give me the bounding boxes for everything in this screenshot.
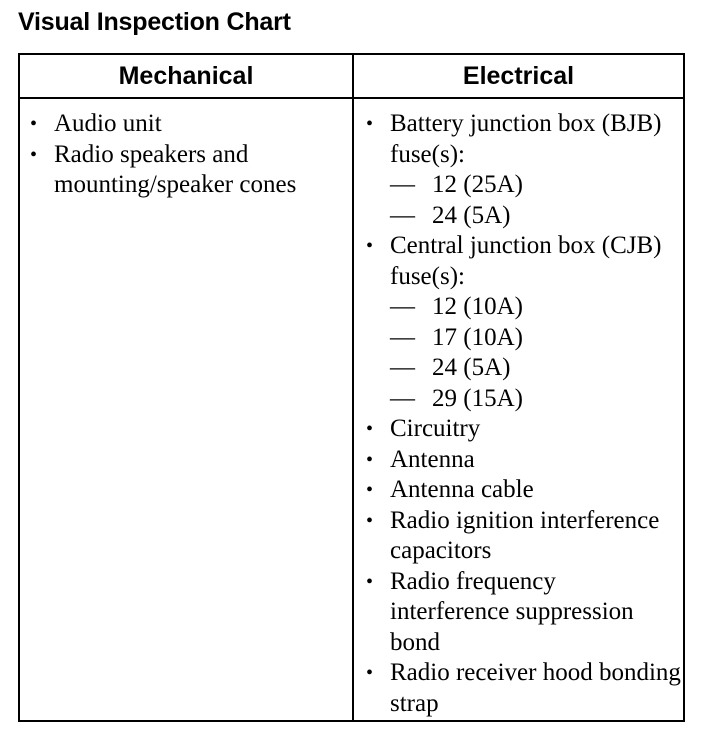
fuse-value: 24 (5A) — [432, 201, 511, 229]
electrical-item-text: Radio ignition interference capacitors — [390, 506, 660, 565]
list-item: • Radio ignition interference capacitors — [366, 506, 681, 567]
electrical-item-text: Circuitry — [390, 415, 481, 442]
fuse-sublist: — 12 (10A) — 17 (10A) — 24 (5A) — 29 (15A) — [390, 292, 681, 414]
list-item: • Radio speakers and mounting/speaker co… — [30, 140, 345, 201]
dash-marker: — — [390, 171, 415, 198]
dash-marker: — — [390, 354, 415, 381]
fuse-value: 29 (15A) — [432, 384, 523, 412]
sub-list-item: — 17 (10A) — [390, 323, 681, 354]
fuse-sublist: — 12 (25A) — 24 (5A) — [390, 170, 681, 231]
electrical-list: • Battery junction box (BJB) fuse(s): — 1… — [366, 109, 681, 719]
list-item: • Circuitry — [366, 414, 681, 445]
column-divider — [352, 55, 354, 720]
fuse-value: 17 (10A) — [432, 323, 523, 351]
dash-marker: — — [390, 293, 415, 320]
bullet-marker: • — [366, 570, 374, 593]
sub-list-item: — 24 (5A) — [390, 353, 681, 384]
bullet-marker: • — [366, 418, 374, 440]
list-item: • Battery junction box (BJB) fuse(s): — 1… — [366, 109, 681, 231]
mechanical-list: • Audio unit • Radio speakers and mounti… — [30, 109, 345, 201]
dash-marker: — — [390, 201, 415, 229]
list-item: • Radio receiver hood bonding strap — [366, 658, 681, 719]
mechanical-item-text: Audio unit — [54, 110, 162, 137]
sub-list-item: — 12 (25A) — [390, 170, 681, 201]
bullet-marker: • — [366, 448, 374, 471]
list-item: • Antenna — [366, 445, 681, 476]
bullet-marker: • — [30, 143, 38, 166]
electrical-item-text: Central junction box (CJB) fuse(s): — [390, 232, 662, 290]
bullet-marker: • — [366, 235, 374, 257]
bullet-marker: • — [366, 113, 374, 135]
mechanical-column-header: Mechanical — [118, 62, 254, 90]
list-item: • Audio unit — [30, 109, 345, 140]
sub-list-item: — 29 (15A) — [390, 384, 681, 415]
visual-inspection-table: Mechanical Electrical • Audio unit • Rad… — [18, 53, 685, 722]
electrical-item-text: Battery junction box (BJB) fuse(s): — [390, 110, 662, 168]
fuse-value: 24 (5A) — [432, 354, 511, 381]
dash-marker: — — [390, 384, 415, 412]
fuse-value: 12 (10A) — [432, 293, 523, 320]
list-item: • Antenna cable — [366, 475, 681, 506]
header-divider — [20, 97, 683, 99]
sub-list-item: — 24 (5A) — [390, 201, 681, 232]
bullet-marker: • — [30, 113, 38, 135]
mechanical-item-text: Radio speakers and mounting/speaker cone… — [54, 140, 297, 199]
electrical-item-text: Antenna — [390, 445, 475, 473]
electrical-item-text: Antenna cable — [390, 476, 534, 503]
electrical-column-header: Electrical — [462, 62, 575, 90]
sub-list-item: — 12 (10A) — [390, 292, 681, 323]
bullet-marker: • — [366, 662, 374, 684]
electrical-item-text: Radio receiver hood bonding strap — [390, 659, 681, 717]
bullet-marker: • — [366, 509, 374, 532]
page-title: Visual Inspection Chart — [18, 8, 291, 36]
list-item: • Central junction box (CJB) fuse(s): — 1… — [366, 231, 681, 414]
fuse-value: 12 (25A) — [432, 171, 523, 198]
dash-marker: — — [390, 323, 415, 351]
electrical-item-text: Radio frequency interference suppression… — [390, 567, 634, 656]
bullet-marker: • — [366, 479, 374, 501]
list-item: • Radio frequency interference suppressi… — [366, 567, 681, 659]
